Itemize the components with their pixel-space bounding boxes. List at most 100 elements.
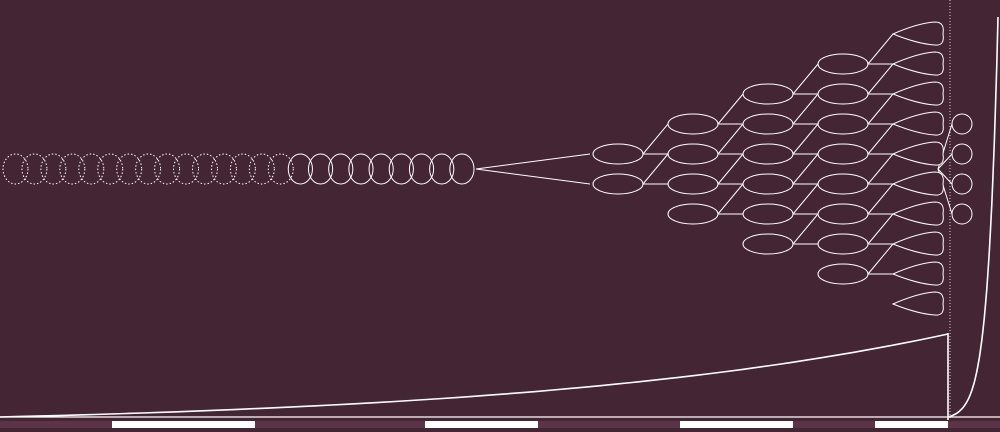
tree-node-leaf [891, 231, 944, 256]
tree-node-leaf [891, 291, 944, 316]
tree-node-ellipse [817, 113, 869, 135]
tree-link [717, 168, 731, 185]
chain-loop-solid [368, 153, 394, 185]
tree-link [642, 138, 656, 155]
chain-loop-solid [449, 153, 475, 185]
tree-node-circle [951, 203, 973, 225]
chain-loop-dotted [40, 153, 67, 185]
tree-link [805, 93, 819, 110]
tree-node-ellipse [667, 173, 719, 195]
tree-node-ellipse [817, 233, 869, 255]
tree-link [880, 153, 894, 170]
tree-link [937, 168, 953, 185]
strip-segment-light [875, 421, 948, 428]
tree-link [792, 138, 806, 155]
tree-node-leaf [891, 81, 944, 106]
tree-node-leaf [891, 51, 944, 76]
tree-node-ellipse [817, 173, 869, 195]
strip-segment-dark [793, 421, 875, 428]
tree-link [867, 258, 881, 275]
bottom-strip [0, 421, 1000, 428]
chain-loop-dotted [248, 153, 275, 185]
chain-loop-dotted [229, 153, 256, 185]
tree-links [475, 33, 953, 275]
tree-node-ellipse [592, 143, 644, 165]
tree-link [792, 108, 806, 125]
chain-loop-dotted [116, 153, 143, 185]
tree-link [805, 123, 819, 140]
tree-node-ellipse [742, 143, 794, 165]
chain-loop-dotted [78, 153, 105, 185]
chain-loop-solid [328, 153, 354, 185]
tree-link [805, 213, 819, 230]
tree-node-circle [951, 173, 973, 195]
tree-node-leaf [891, 261, 944, 286]
tree-node-ellipse [817, 83, 869, 105]
chain-loop-dotted [97, 153, 124, 185]
tree-link [475, 153, 591, 170]
tree-link [792, 228, 806, 245]
strip-segment-dark [948, 421, 1000, 428]
tree-node-circle [951, 113, 973, 135]
tree-link [805, 63, 819, 80]
tree-node-leaf [891, 111, 944, 136]
tree-link [655, 123, 669, 140]
tree-node-ellipse [817, 53, 869, 75]
tree-link [805, 183, 819, 200]
tree-node-leaf [891, 21, 944, 46]
tree-node-leaf [891, 201, 944, 226]
strip-segment-light [680, 421, 793, 428]
tree-link [880, 33, 894, 50]
tree-link [805, 153, 819, 170]
tree-link [475, 168, 591, 185]
tree-nodes [592, 21, 973, 316]
chain-loop-solid [307, 153, 334, 185]
tree-node-circle [951, 143, 973, 165]
chain-loop-dotted [59, 153, 86, 185]
chain-loop-dotted [210, 153, 237, 185]
tree-link [867, 228, 881, 245]
tree-node-ellipse [817, 203, 869, 225]
tree-link [880, 93, 894, 110]
tree-link [730, 93, 744, 110]
strip-segment-light [425, 421, 538, 428]
chain-loop-dotted [267, 153, 294, 185]
chain-loop-solid [348, 153, 374, 185]
tree-link [880, 183, 894, 200]
strip-segment-dark [0, 421, 112, 428]
tree-node-ellipse [742, 173, 794, 195]
tree-link [867, 48, 881, 65]
tree-node-ellipse [817, 143, 869, 165]
tree-link [880, 123, 894, 140]
tree-node-ellipse [742, 233, 794, 255]
chain-loop-solid [429, 153, 455, 185]
chain-loop-solid [388, 153, 414, 185]
tree-link [867, 108, 881, 125]
tree-link [867, 198, 881, 215]
tree-node-leaf [891, 171, 944, 196]
tree-link [730, 123, 744, 140]
chain-loop-solid [287, 153, 313, 185]
tree-node-ellipse [667, 203, 719, 225]
tree-node-ellipse [592, 173, 644, 195]
tree-node-ellipse [667, 113, 719, 135]
growth-curves [0, 0, 1000, 420]
tree-link [730, 183, 744, 200]
tree-link [867, 138, 881, 155]
chain-loop-dotted [2, 153, 29, 185]
tree-link [880, 213, 894, 230]
tree-link [867, 168, 881, 185]
tree-link [655, 153, 669, 170]
tree-link [792, 78, 806, 95]
tree-node-ellipse [742, 203, 794, 225]
tree-link [730, 153, 744, 170]
tree-link [717, 108, 731, 125]
tree-node-ellipse [742, 113, 794, 135]
tree-link [717, 138, 731, 155]
tree-link [880, 63, 894, 80]
strip-segment-dark [255, 421, 425, 428]
growth-curve-slow [0, 333, 949, 418]
chain-loop-dotted [173, 153, 200, 185]
